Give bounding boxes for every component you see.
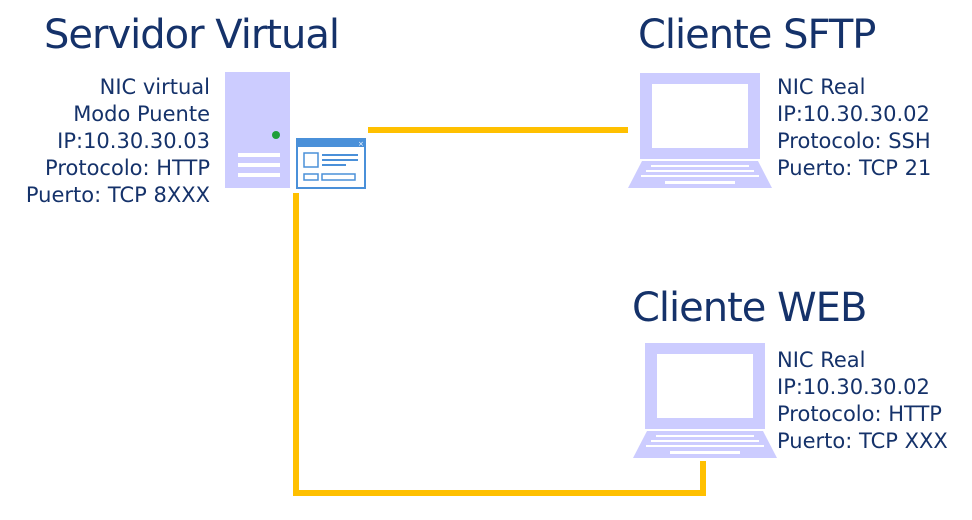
server-port: Puerto: TCP 8XXX	[25, 183, 210, 207]
server-protocol: Protocolo: HTTP	[45, 156, 210, 180]
laptop-icon	[633, 343, 777, 458]
server-info: NIC virtual Modo Puente IP:10.30.30.03 P…	[26, 74, 210, 209]
web-ip: IP:10.30.30.02	[777, 375, 930, 399]
web-protocol: Protocolo: HTTP	[777, 402, 942, 426]
server-nic: NIC virtual	[99, 75, 210, 99]
web-nic: NIC Real	[777, 348, 866, 372]
server-ip: IP:10.30.30.03	[57, 129, 210, 153]
window-icon: ×	[296, 138, 366, 189]
sftp-port: Puerto: TCP 21	[777, 156, 932, 180]
sftp-ip: IP:10.30.30.02	[777, 102, 930, 126]
server-mode: Modo Puente	[73, 102, 210, 126]
sftp-protocol: Protocolo: SSH	[777, 129, 931, 153]
server-title: Servidor Virtual	[44, 12, 340, 58]
connector-server-web	[293, 193, 706, 496]
web-info: NIC Real IP:10.30.30.02 Protocolo: HTTP …	[777, 347, 948, 455]
web-port: Puerto: TCP XXX	[777, 429, 948, 453]
svg-text:×: ×	[358, 140, 364, 148]
laptop-icon	[628, 73, 772, 188]
server-icon	[225, 72, 290, 188]
web-title: Cliente WEB	[632, 285, 867, 331]
sftp-nic: NIC Real	[777, 75, 866, 99]
sftp-info: NIC Real IP:10.30.30.02 Protocolo: SSH P…	[777, 74, 931, 182]
sftp-title: Cliente SFTP	[638, 12, 876, 58]
